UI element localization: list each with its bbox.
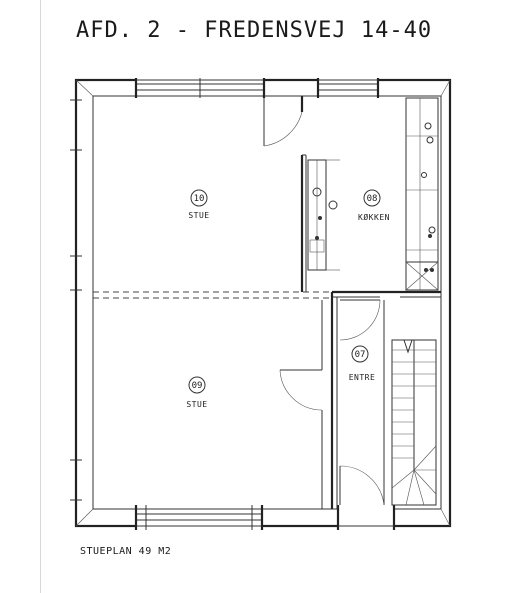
interior-walls (264, 95, 441, 509)
page-edge-line (40, 0, 41, 593)
door-swings (263, 98, 385, 506)
bottom-window (134, 505, 264, 530)
staircase (391, 339, 437, 506)
room-name: STUE (186, 400, 207, 409)
room-label-stue-10: 10 STUE (188, 189, 209, 220)
room-number-circle (190, 189, 208, 207)
room-number-circle (188, 376, 206, 394)
inner-wall-line (92, 95, 442, 510)
room-number: 10 (194, 194, 205, 204)
room-label-stue-09: 09 STUE (186, 376, 207, 409)
top-windows (134, 78, 380, 98)
outer-walls (74, 78, 452, 528)
kitchen-counter-right (405, 97, 439, 291)
room-number: 08 (367, 194, 378, 204)
room-number: 07 (355, 350, 366, 360)
room-number: 09 (192, 381, 203, 391)
room-number-circle (351, 345, 369, 363)
room-label-kokken-08: 08 KØKKEN (358, 189, 390, 222)
plan-caption: STUEPLAN 49 M2 (80, 546, 172, 557)
room-name: STUE (188, 211, 209, 220)
plan-title: AFD. 2 - FREDENSVEJ 14-40 (76, 18, 433, 43)
kitchen-counter-left (307, 159, 340, 271)
room-name: KØKKEN (358, 212, 390, 222)
room-number-circle (363, 189, 381, 207)
outer-wall (74, 78, 452, 528)
room-name: ENTRE (349, 373, 376, 382)
room-label-entre-07: 07 ENTRE (349, 345, 376, 382)
front-door-opening (336, 505, 396, 530)
left-wall-marks (70, 99, 82, 501)
